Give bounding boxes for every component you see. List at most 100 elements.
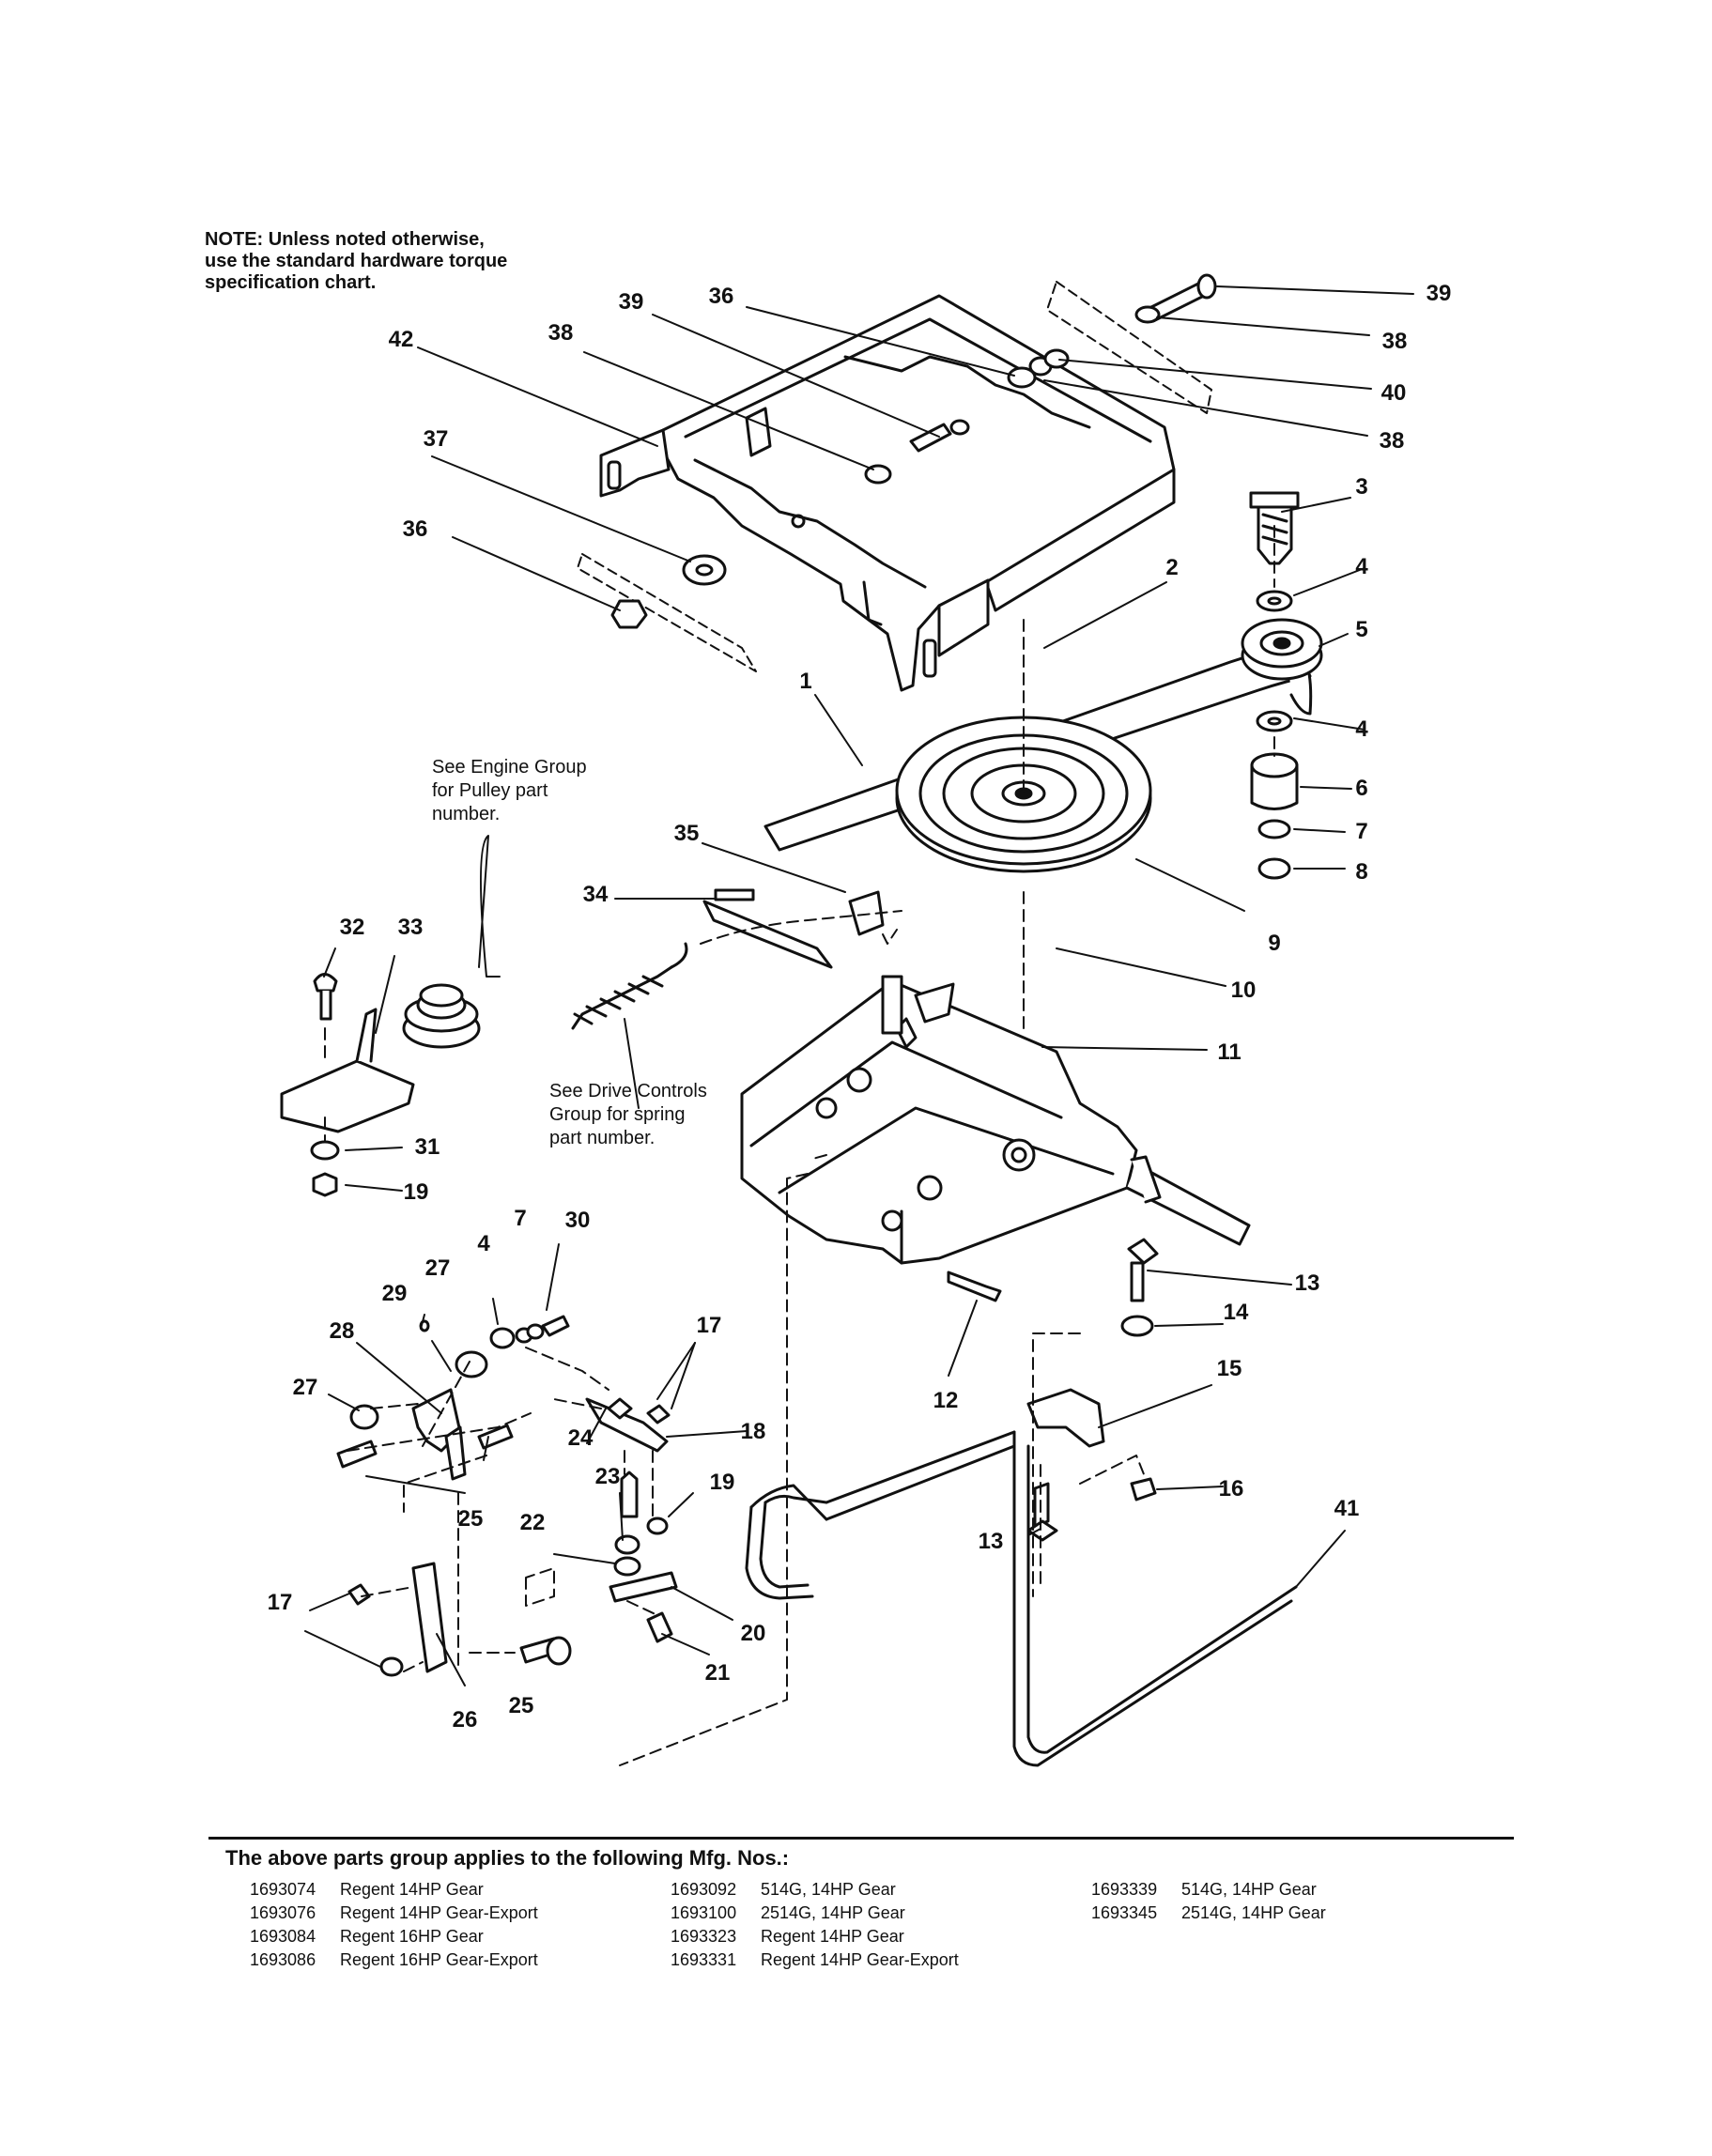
mfg-number: 1693076 (250, 1903, 316, 1922)
mfg-description: Regent 14HP Gear-Export (340, 1903, 538, 1922)
part-label: 36 (402, 516, 428, 542)
part-label: 27 (424, 1255, 451, 1281)
part-label: 38 (548, 320, 574, 346)
footer-heading: The above parts group applies to the fol… (225, 1846, 790, 1870)
part-label: 4 (477, 1231, 490, 1256)
part-label: 25 (457, 1506, 484, 1532)
mfg-description: Regent 14HP Gear-Export (761, 1950, 959, 1969)
part-label: 23 (594, 1464, 621, 1489)
transmission-pulley (895, 716, 1152, 873)
mfg-row: 1693339 514G, 14HP Gear (1091, 1880, 1326, 1903)
leader-lines (304, 285, 1414, 1686)
part-label: 27 (292, 1375, 318, 1400)
part-label: 24 (567, 1425, 594, 1451)
part-label: 13 (1294, 1270, 1320, 1296)
mfg-number: 1693345 (1091, 1903, 1158, 1922)
mfg-description: 514G, 14HP Gear (761, 1880, 896, 1899)
mfg-description: 2514G, 14HP Gear (1181, 1903, 1326, 1922)
part-label: 1 (799, 669, 812, 694)
part-label: 38 (1381, 329, 1408, 354)
part-label: 26 (452, 1707, 478, 1732)
part-label: 31 (414, 1134, 440, 1160)
shift-rod-and-spring (571, 888, 885, 1030)
part-label: 37 (423, 426, 449, 452)
part-label: 7 (1355, 819, 1368, 844)
part-label: 7 (514, 1206, 527, 1231)
part-label: 19 (403, 1179, 429, 1205)
draw-rod (745, 1430, 1298, 1767)
part-label: 40 (1380, 380, 1407, 406)
part-label: 19 (709, 1470, 735, 1495)
part-label: 13 (978, 1529, 1004, 1554)
mfg-description: 514G, 14HP Gear (1181, 1880, 1317, 1899)
left-bracket (280, 973, 415, 1197)
mfg-description: Regent 16HP Gear (340, 1927, 484, 1946)
mfg-row: 1693323 Regent 14HP Gear (671, 1927, 959, 1950)
part-label: 16 (1218, 1476, 1244, 1502)
part-label: 6 (1355, 776, 1368, 801)
part-label: 3 (1355, 474, 1368, 500)
mfg-description: 2514G, 14HP Gear (761, 1903, 905, 1922)
mounting-frame (599, 294, 1176, 692)
mfg-number: 1693339 (1091, 1880, 1158, 1899)
mfg-row: 1693100 2514G, 14HP Gear (671, 1903, 959, 1927)
mfg-column-1: 1693074 Regent 14HP Gear 1693076 Regent 14… (250, 1880, 538, 1974)
part-label: 39 (1426, 281, 1452, 306)
mfg-number: 1693331 (671, 1950, 737, 1969)
mfg-number: 1693086 (250, 1950, 316, 1969)
mfg-number: 1693100 (671, 1903, 737, 1922)
lever-linkage (336, 1315, 572, 1677)
part-label: 35 (673, 821, 700, 846)
part-label: 2 (1165, 555, 1179, 580)
part-label: 8 (1355, 859, 1368, 885)
footer-divider (208, 1837, 1514, 1840)
part-label: 32 (339, 915, 365, 940)
part-label: 29 (381, 1281, 408, 1306)
assembly-dash-lines (324, 525, 1275, 1766)
part-label: 11 (1217, 1040, 1242, 1065)
part-label: 17 (696, 1313, 722, 1338)
part-label: 39 (618, 289, 644, 315)
part-label: 10 (1230, 978, 1257, 1003)
mfg-number: 1693323 (671, 1927, 737, 1946)
part-label: 38 (1379, 428, 1405, 454)
part-label: 21 (704, 1660, 731, 1686)
part-label: 22 (519, 1510, 546, 1535)
mfg-column-2: 1693092 514G, 14HP Gear 1693100 2514G, 14H… (671, 1880, 959, 1974)
drive-controls-callout: See Drive Controls Group for spring part… (549, 1081, 707, 1148)
torque-note: NOTE: Unless noted otherwise, use the st… (205, 229, 508, 293)
mfg-description: Regent 14HP Gear (340, 1880, 484, 1899)
part-label: 12 (933, 1388, 959, 1413)
part-label: 20 (740, 1621, 766, 1646)
shield-outlines (577, 281, 1212, 672)
mfg-number: 1693084 (250, 1927, 316, 1946)
part-label: 4 (1355, 554, 1368, 579)
part-label: 30 (564, 1208, 591, 1233)
part-label: 15 (1216, 1356, 1242, 1381)
part-label: 41 (1334, 1496, 1360, 1521)
right-hardware (947, 1238, 1159, 1542)
mfg-row: 1693345 2514G, 14HP Gear (1091, 1903, 1326, 1927)
part-label: 33 (397, 915, 424, 940)
mfg-number: 1693092 (671, 1880, 737, 1899)
mfg-column-3: 1693339 514G, 14HP Gear 1693345 2514G, 14H… (1091, 1880, 1326, 1927)
part-label: 14 (1223, 1300, 1249, 1325)
engine-group-callout: See Engine Group for Pulley part number. (432, 757, 587, 824)
mfg-description: Regent 14HP Gear (761, 1927, 904, 1946)
mfg-row: 1693084 Regent 16HP Gear (250, 1927, 538, 1950)
mfg-row: 1693076 Regent 14HP Gear-Export (250, 1903, 538, 1927)
mfg-number: 1693074 (250, 1880, 316, 1899)
part-label: 17 (267, 1590, 293, 1615)
mfg-row: 1693331 Regent 14HP Gear-Export (671, 1950, 959, 1974)
part-label: 28 (329, 1318, 355, 1344)
part-label: 9 (1268, 931, 1281, 956)
part-label: 34 (582, 882, 609, 907)
top-hardware (610, 273, 1217, 629)
transaxle-housing (740, 975, 1251, 1265)
part-label: 42 (388, 327, 414, 352)
part-label: 4 (1355, 716, 1368, 742)
part-label: 36 (708, 284, 734, 309)
part-label: 25 (508, 1693, 534, 1718)
